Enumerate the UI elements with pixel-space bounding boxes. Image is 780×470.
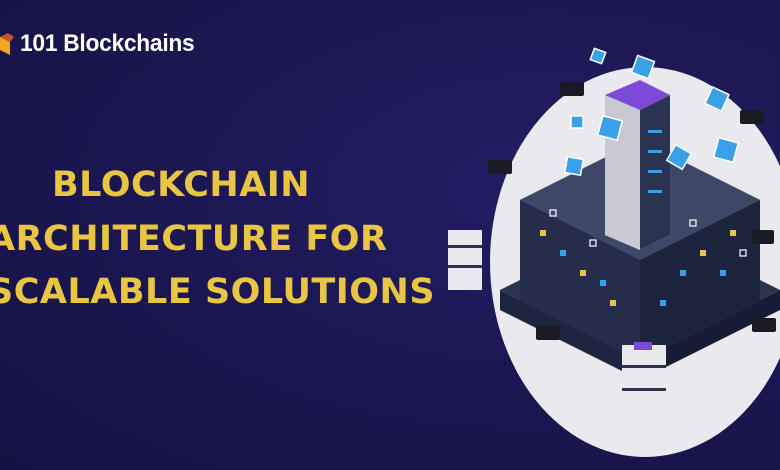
- brand-name: 101 Blockchains: [20, 30, 195, 57]
- headline-line-2: ARCHITECTURE FOR: [0, 219, 388, 259]
- logo-cube-icon: [0, 33, 14, 55]
- headline-line-1: BLOCKCHAIN: [52, 165, 311, 205]
- brand-logo[interactable]: 101 Blockchains: [0, 30, 204, 58]
- headline-line-3: SCALABLE SOLUTIONS: [0, 272, 436, 312]
- blockchain-server-tower-icon: [448, 47, 780, 457]
